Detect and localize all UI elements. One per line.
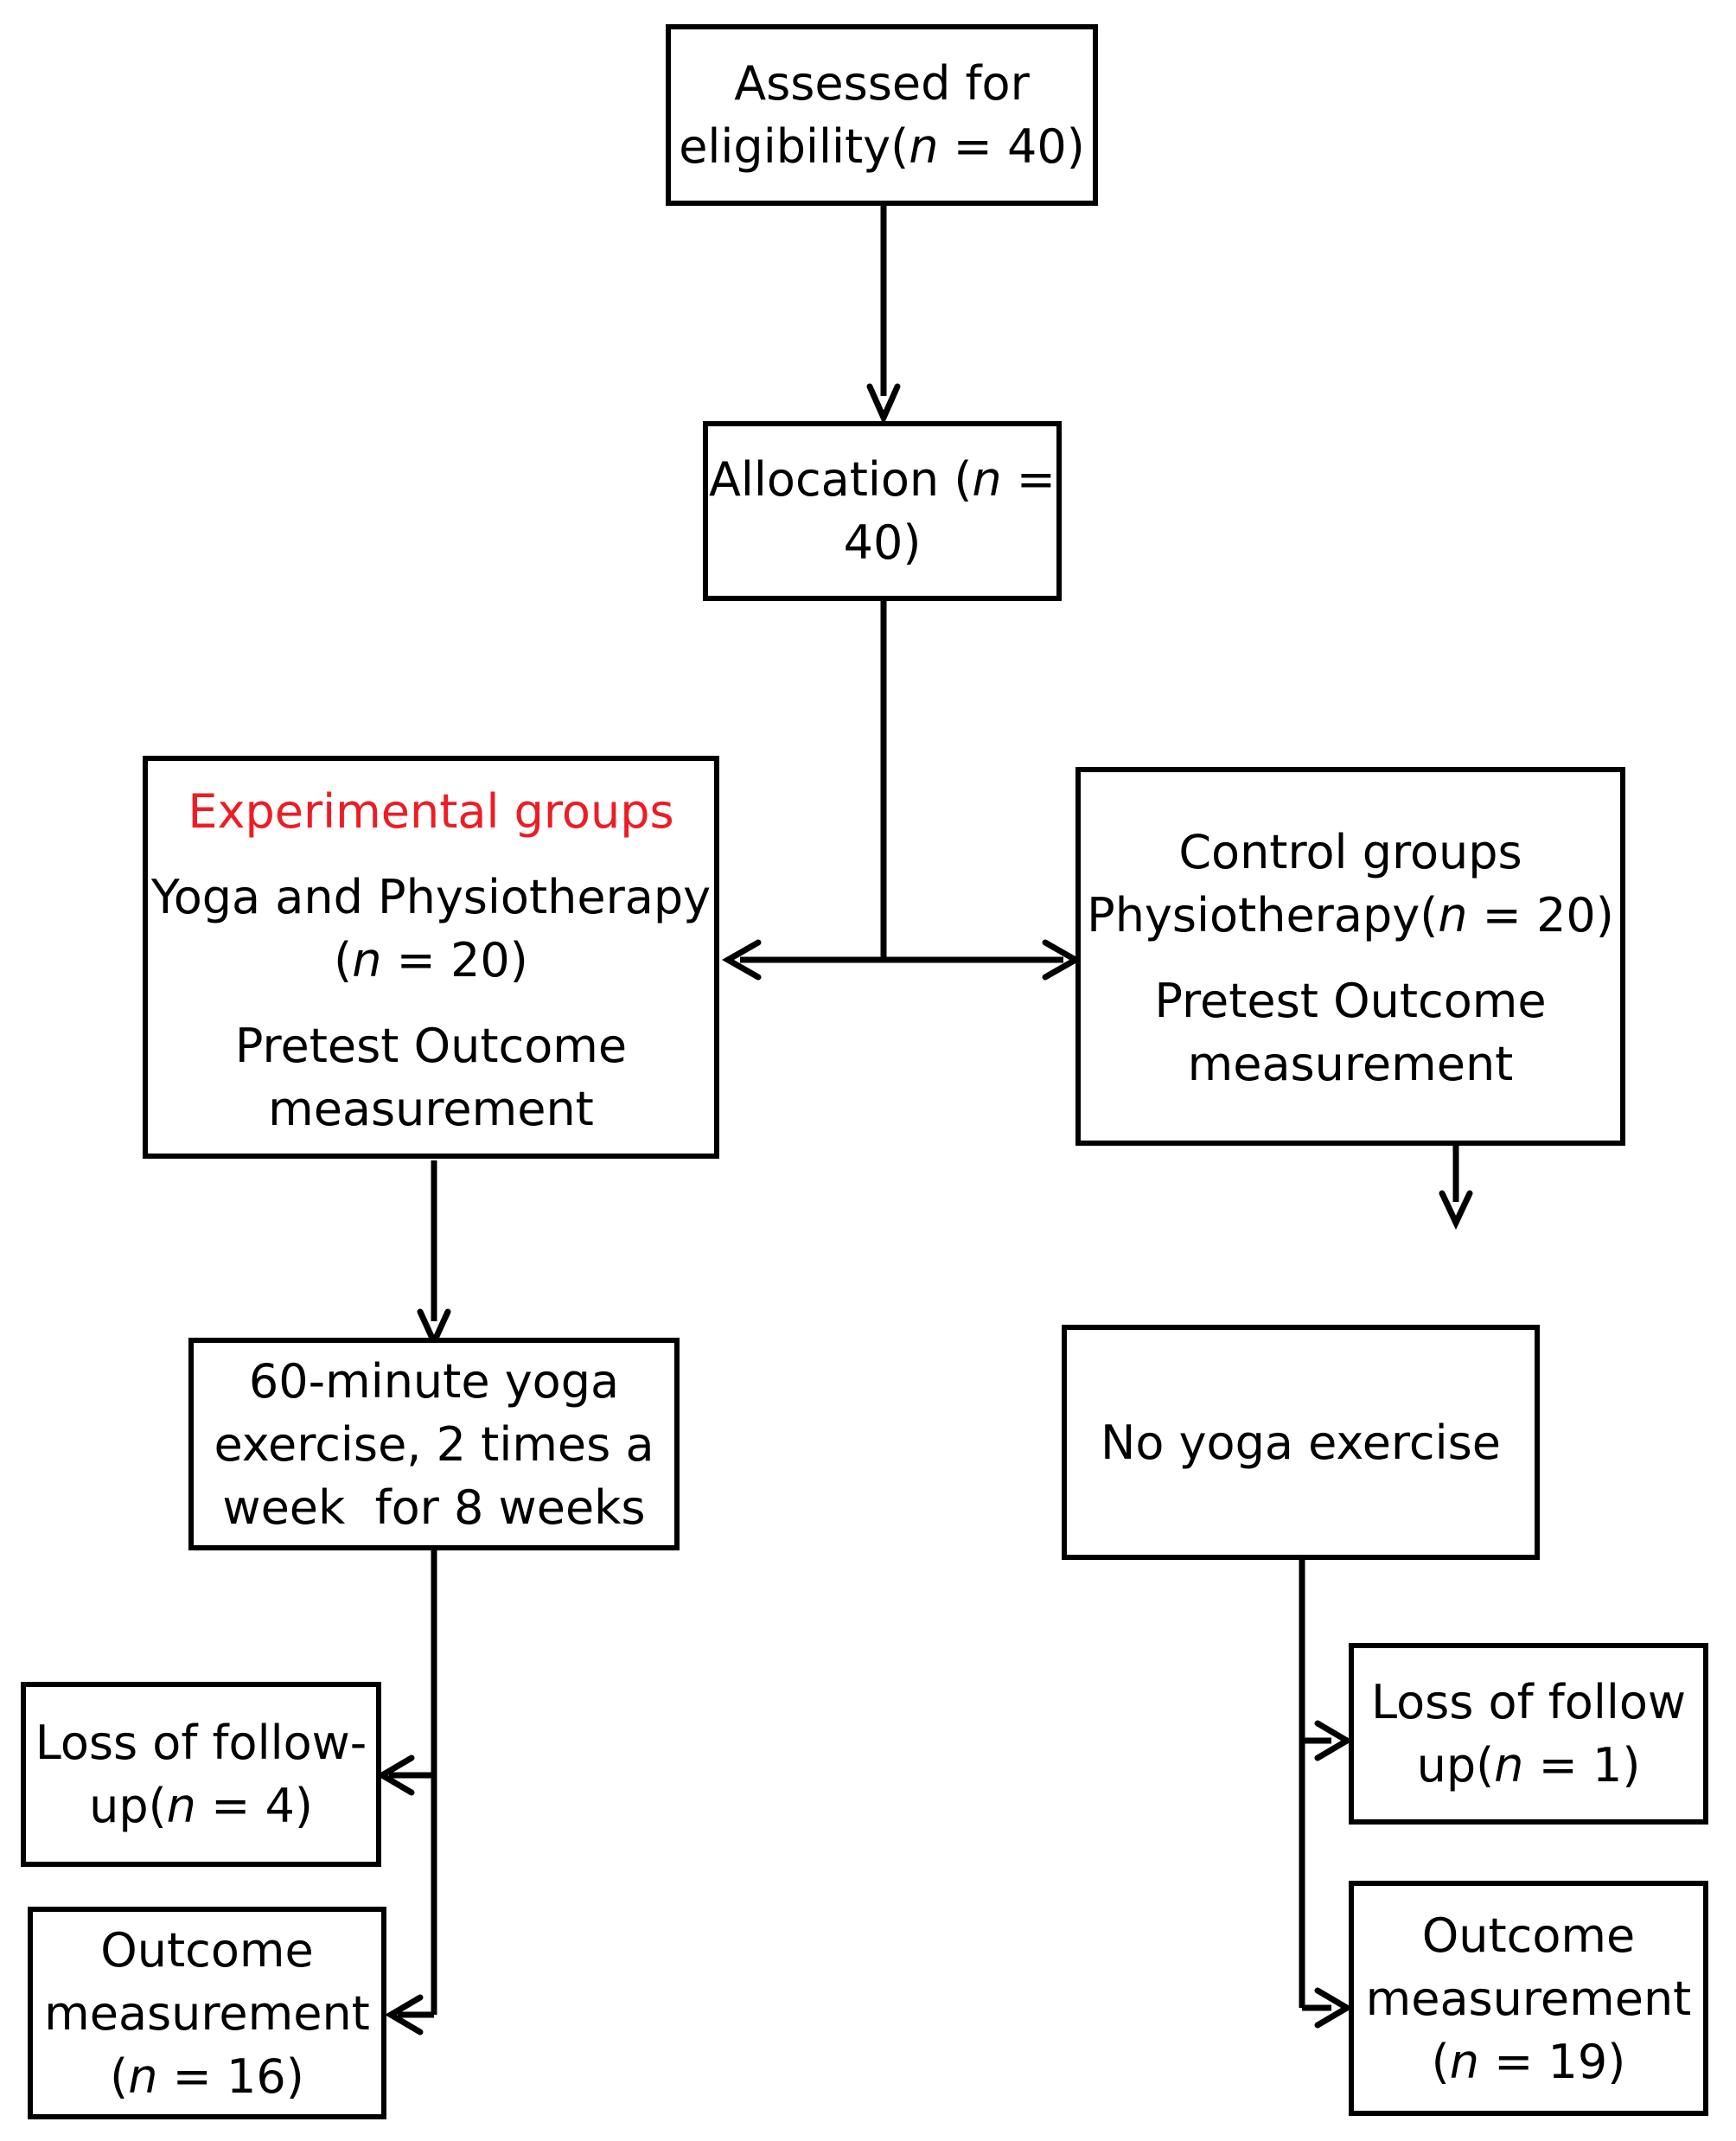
control-group-box: Control groups Physiotherapy(n = 20) Pre…	[1075, 767, 1625, 1146]
assessed-line1: Assessed for	[734, 56, 1030, 111]
experimental-line3: Pretest Outcome	[234, 1019, 628, 1073]
arrowhead-allocation	[866, 383, 901, 425]
outcome-left-box: Outcome measurement (n = 16)	[28, 1907, 386, 2119]
control-line1: Control groups	[1178, 825, 1522, 879]
loss-left-line1: Loss of follow-	[35, 1716, 367, 1770]
loss-left-line2: up(n = 4)	[89, 1779, 313, 1833]
control-line2: Physiotherapy(n = 20)	[1087, 888, 1614, 943]
yoga-exercise-line1: 60-minute yoga	[248, 1353, 620, 1409]
outcome-right-line1: Outcome	[1421, 1908, 1636, 1963]
arrowhead-loss-right	[1314, 1720, 1353, 1761]
no-yoga-exercise-box: No yoga exercise	[1062, 1325, 1540, 1560]
assessed-line2: eligibility(n = 40)	[679, 119, 1085, 174]
loss-right-line2: up(n = 1)	[1416, 1738, 1641, 1793]
allocation-line1: Allocation (n =	[708, 452, 1056, 507]
outcome-right-box: Outcome measurement (n = 19)	[1349, 1881, 1708, 2116]
loss-followup-right-box: Loss of follow up(n = 1)	[1349, 1643, 1708, 1825]
outcome-right-line2: measurement	[1365, 1971, 1692, 2026]
yoga-exercise-box: 60-minute yoga exercise, 2 times a week …	[188, 1338, 680, 1550]
allocation-line2: 40)	[843, 515, 922, 570]
yoga-exercise-line2: exercise, 2 times a	[214, 1416, 654, 1472]
loss-right-line1: Loss of follow	[1370, 1675, 1687, 1729]
arrowhead-control-down	[1439, 1190, 1473, 1230]
allocation-box: Allocation (n = 40)	[703, 421, 1062, 601]
experimental-group-box: Experimental groups Yoga and Physiothera…	[143, 756, 719, 1159]
yoga-exercise-line3: week for 8 weeks	[222, 1480, 646, 1535]
outcome-left-line1: Outcome	[100, 1922, 314, 1978]
control-line3: Pretest Outcome	[1154, 974, 1547, 1028]
loss-followup-left-box: Loss of follow- up(n = 4)	[21, 1682, 381, 1867]
arrowhead-outcome-left	[385, 1994, 424, 2036]
control-line4: measurement	[1187, 1037, 1514, 1091]
outcome-left-line3: (n = 16)	[110, 2048, 304, 2104]
experimental-line2: (n = 20)	[334, 933, 528, 987]
no-yoga-line1: No yoga exercise	[1101, 1415, 1501, 1470]
arrowhead-loss-left	[376, 1754, 415, 1796]
assessed-eligibility-box: Assessed for eligibility(n = 40)	[666, 24, 1098, 206]
experimental-line4: measurement	[268, 1082, 594, 1136]
experimental-title: Experimental groups	[188, 784, 674, 839]
arrowhead-outcome-right	[1314, 1987, 1353, 2029]
outcome-right-line3: (n = 19)	[1431, 2034, 1626, 2089]
arrowhead-experimental	[721, 939, 762, 981]
experimental-line1: Yoga and Physiotherapy	[150, 870, 712, 924]
outcome-left-line2: measurement	[44, 1985, 370, 2041]
